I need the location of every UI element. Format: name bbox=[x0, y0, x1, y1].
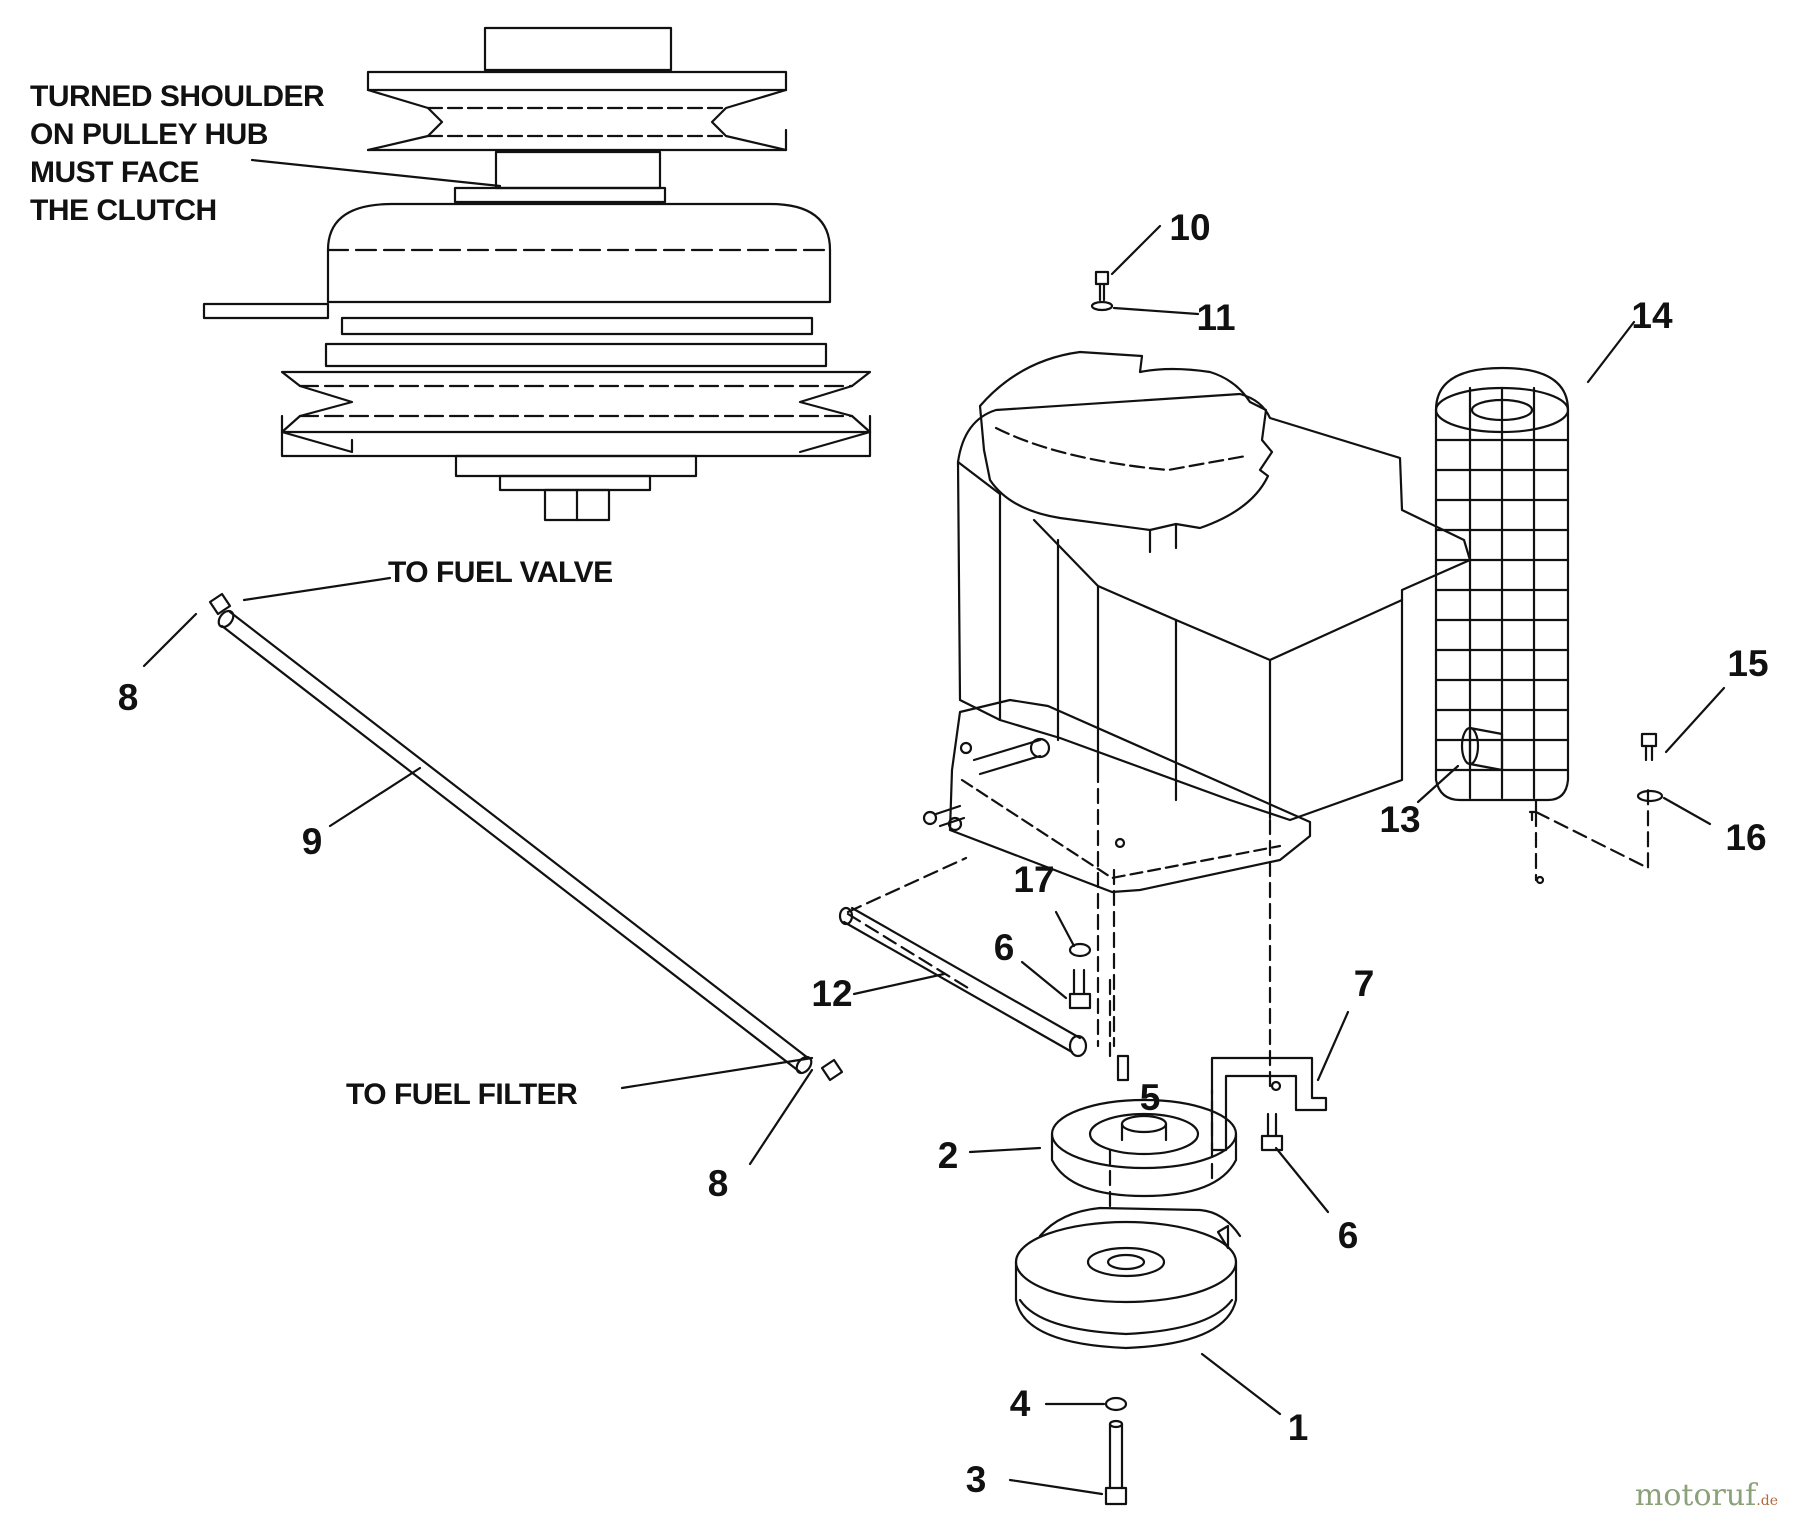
pulley-detail-drawing bbox=[202, 26, 872, 522]
callout-3: 3 bbox=[965, 1459, 987, 1500]
callout-6-lower: 6 bbox=[1337, 1215, 1359, 1256]
assembly-lines bbox=[846, 766, 1650, 1212]
callout-5: 5 bbox=[1139, 1077, 1161, 1118]
to-fuel-filter-label: TO FUEL FILTER bbox=[346, 1078, 578, 1111]
note-line-1: TURNED SHOULDER bbox=[30, 80, 325, 113]
callout-12: 12 bbox=[811, 973, 853, 1014]
callout-13: 13 bbox=[1379, 799, 1421, 840]
callout-9: 9 bbox=[301, 821, 323, 862]
note-line-4: THE CLUTCH bbox=[30, 194, 217, 227]
callout-14: 14 bbox=[1631, 295, 1673, 336]
turned-shoulder-note: TURNED SHOULDER ON PULLEY HUB MUST FACE … bbox=[30, 78, 325, 230]
callout-1: 1 bbox=[1287, 1407, 1309, 1448]
callout-8-upper: 8 bbox=[117, 677, 139, 718]
callout-4: 4 bbox=[1009, 1383, 1031, 1424]
note-line-2: ON PULLEY HUB bbox=[30, 118, 268, 151]
callout-8-lower: 8 bbox=[707, 1163, 729, 1204]
callout-leaders bbox=[142, 224, 1726, 1496]
callout-6-upper: 6 bbox=[993, 927, 1015, 968]
callout-10: 10 bbox=[1169, 207, 1211, 248]
callout-7: 7 bbox=[1353, 963, 1375, 1004]
small-parts bbox=[838, 270, 1664, 1506]
note-leaders bbox=[242, 158, 814, 1090]
callout-16: 16 bbox=[1725, 817, 1767, 858]
callout-17: 17 bbox=[1013, 859, 1055, 900]
callout-2: 2 bbox=[937, 1135, 959, 1176]
watermark-suffix: .de bbox=[1756, 1493, 1778, 1509]
to-fuel-valve-label: TO FUEL VALVE bbox=[388, 556, 613, 589]
callout-11: 11 bbox=[1196, 297, 1236, 338]
note-line-3: MUST FACE bbox=[30, 156, 199, 189]
engine-drawing bbox=[922, 350, 1472, 894]
callout-15: 15 bbox=[1727, 643, 1769, 684]
watermark-text: motoruf bbox=[1634, 1478, 1757, 1513]
fuel-line-drawing bbox=[208, 592, 844, 1082]
air-screen-drawing bbox=[1434, 366, 1570, 822]
watermark: motoruf.de bbox=[1635, 1478, 1778, 1513]
